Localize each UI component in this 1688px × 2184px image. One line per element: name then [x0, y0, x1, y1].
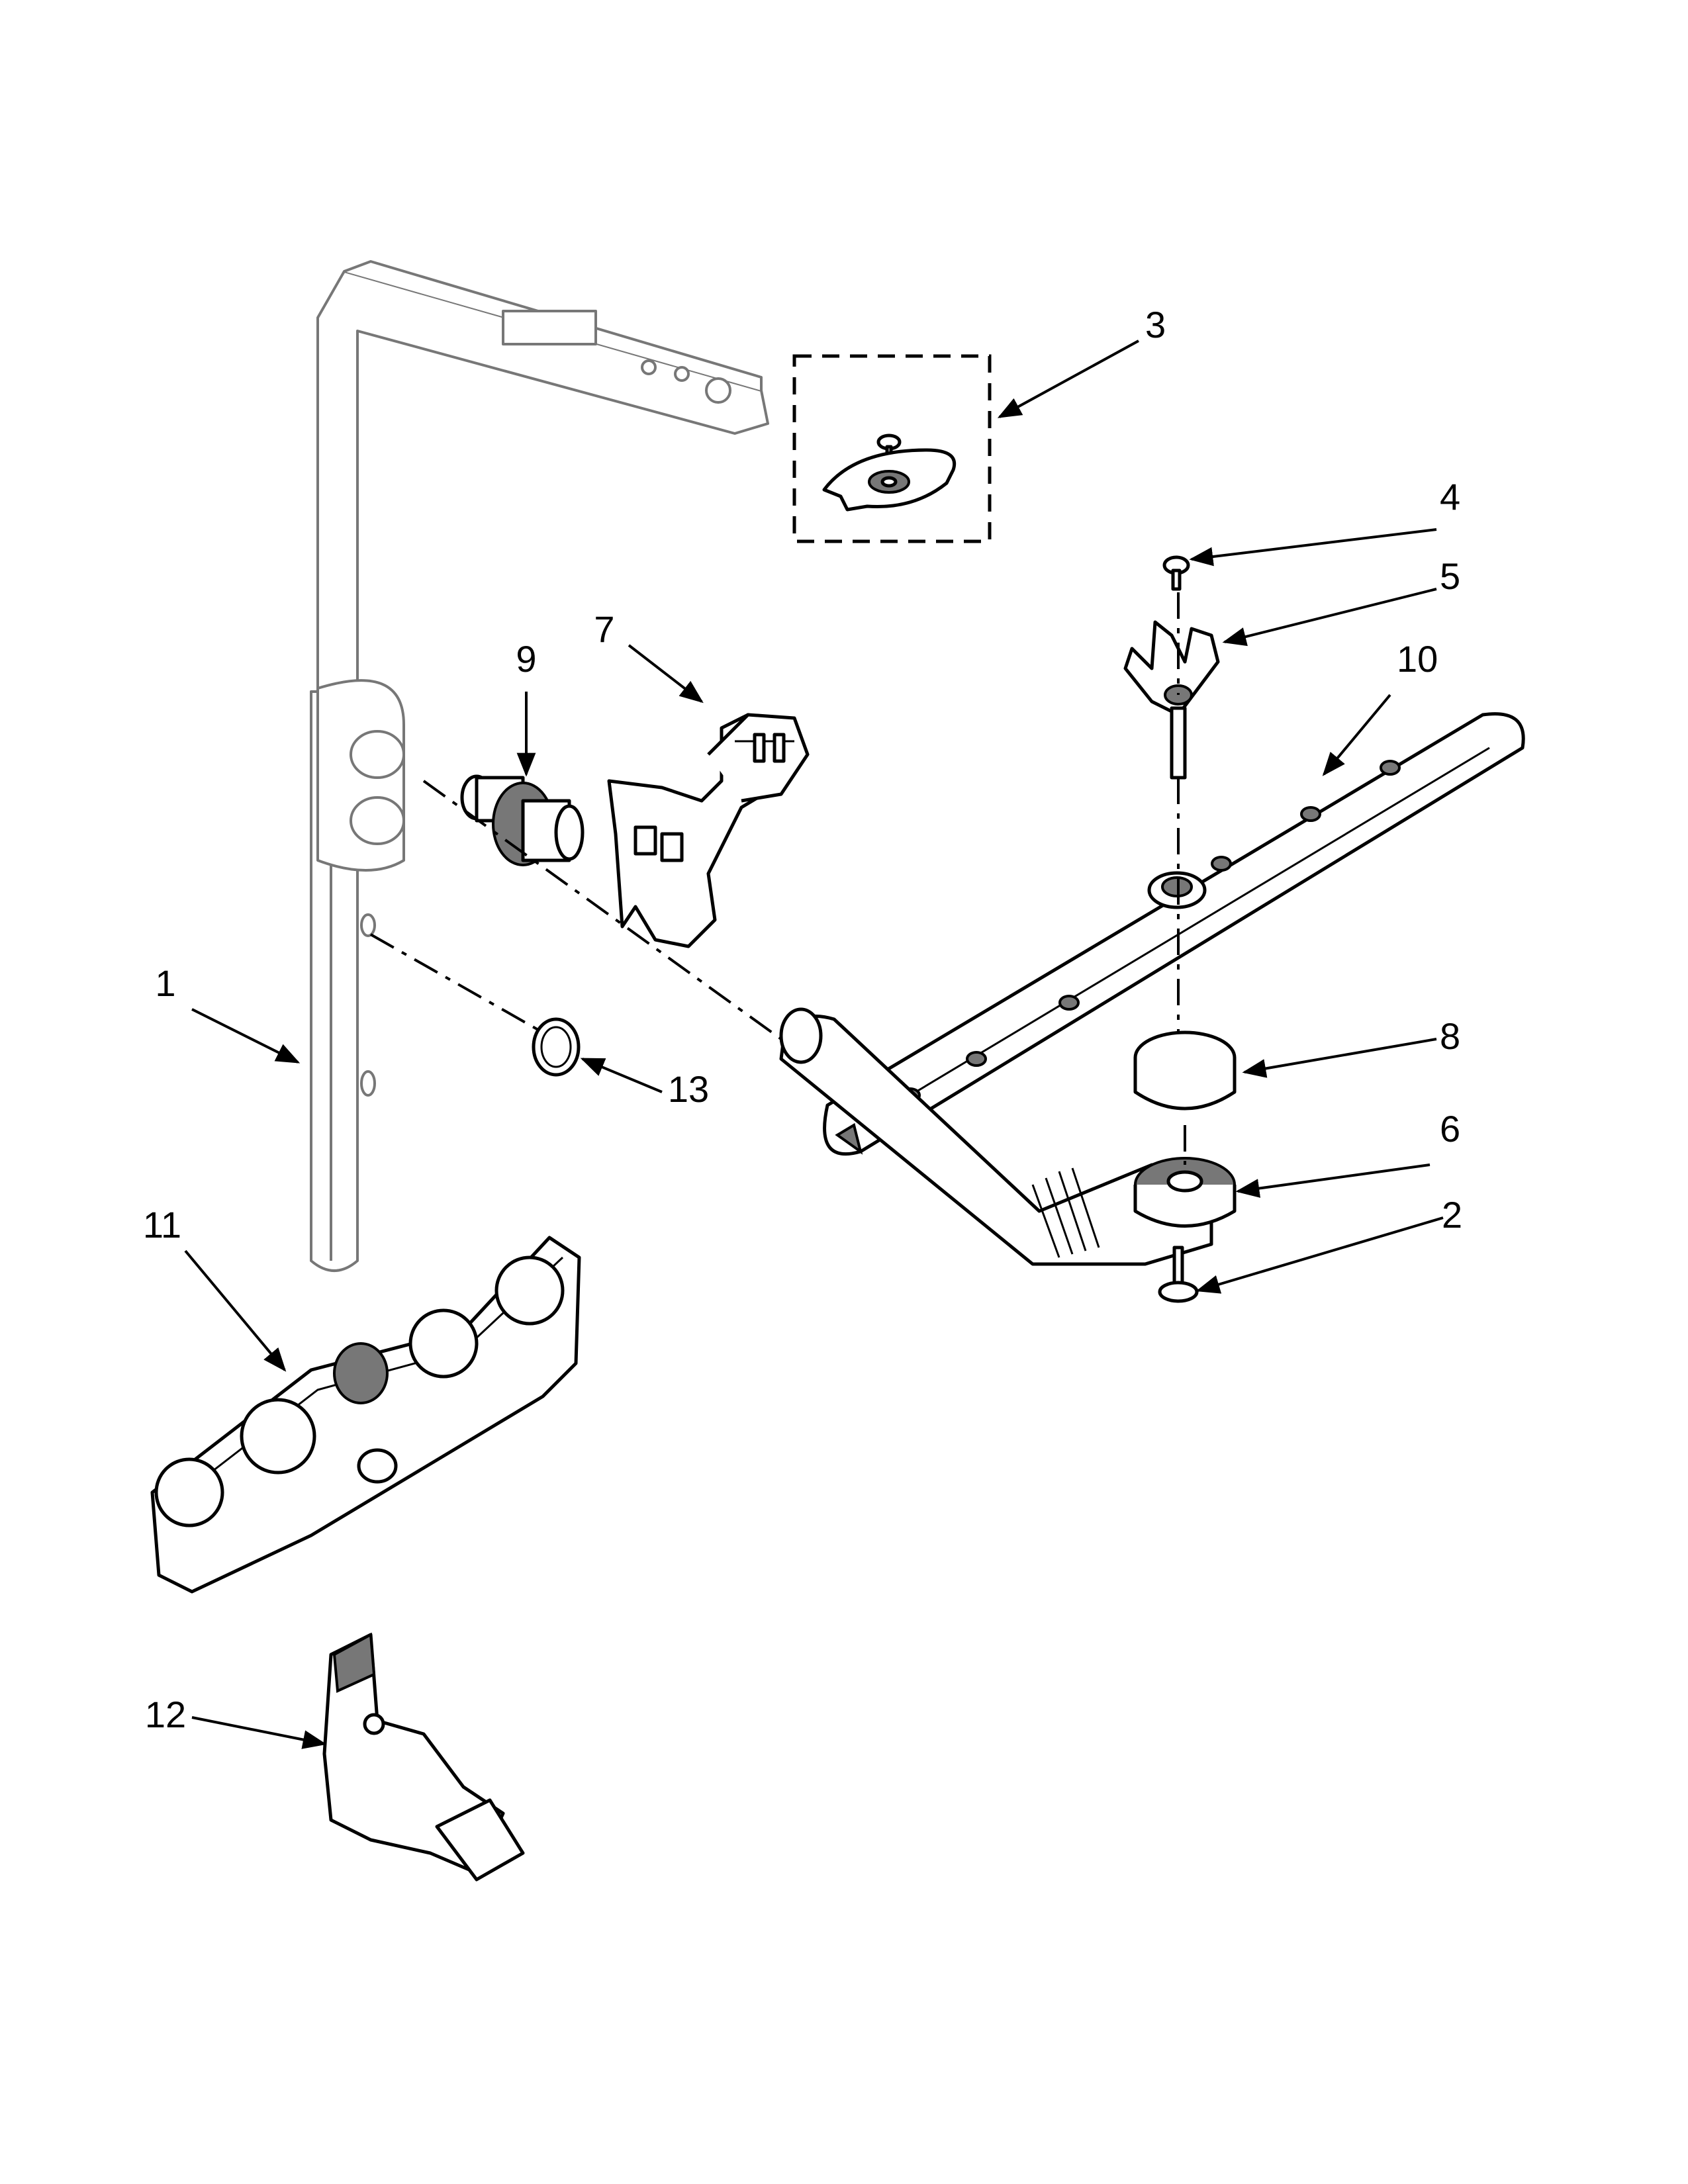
callout-3: 3	[1145, 304, 1166, 345]
callout-6: 6	[1440, 1108, 1460, 1150]
callout-11: 11	[143, 1204, 181, 1246]
assembly-lines	[370, 592, 1186, 1165]
part-3-assembly	[792, 354, 992, 543]
part-5-clip	[1123, 620, 1220, 780]
callout-9: 9	[516, 638, 536, 680]
part-10-spray-arm	[823, 712, 1525, 1156]
spray-arm-tube	[779, 1007, 1213, 1266]
callout-4: 4	[1440, 476, 1460, 518]
part-6-bearing	[1133, 1157, 1237, 1228]
part-7-bracket	[607, 713, 810, 948]
callout-5: 5	[1440, 555, 1460, 597]
callout-1: 1	[155, 962, 175, 1004]
callout-2: 2	[1442, 1194, 1462, 1236]
callout-7: 7	[594, 608, 614, 650]
part-1-manifold	[310, 260, 769, 1272]
callout-labels: 1 2 3 4 5 6 7 8 9 10 11 12 13	[143, 304, 1462, 1735]
leader-lines	[184, 340, 1444, 1749]
part-13-plug	[532, 1017, 581, 1077]
part-4-screw	[1162, 555, 1190, 591]
part-8-ring	[1133, 1030, 1237, 1111]
callout-13: 13	[668, 1068, 709, 1110]
callout-12: 12	[145, 1694, 186, 1735]
part-12-connector	[322, 1632, 525, 1882]
part-9-fitting	[460, 774, 585, 866]
part-11-panel	[150, 1236, 581, 1594]
part-2-screw	[1158, 1246, 1199, 1303]
callout-10: 10	[1397, 638, 1438, 680]
callout-8: 8	[1440, 1015, 1460, 1057]
